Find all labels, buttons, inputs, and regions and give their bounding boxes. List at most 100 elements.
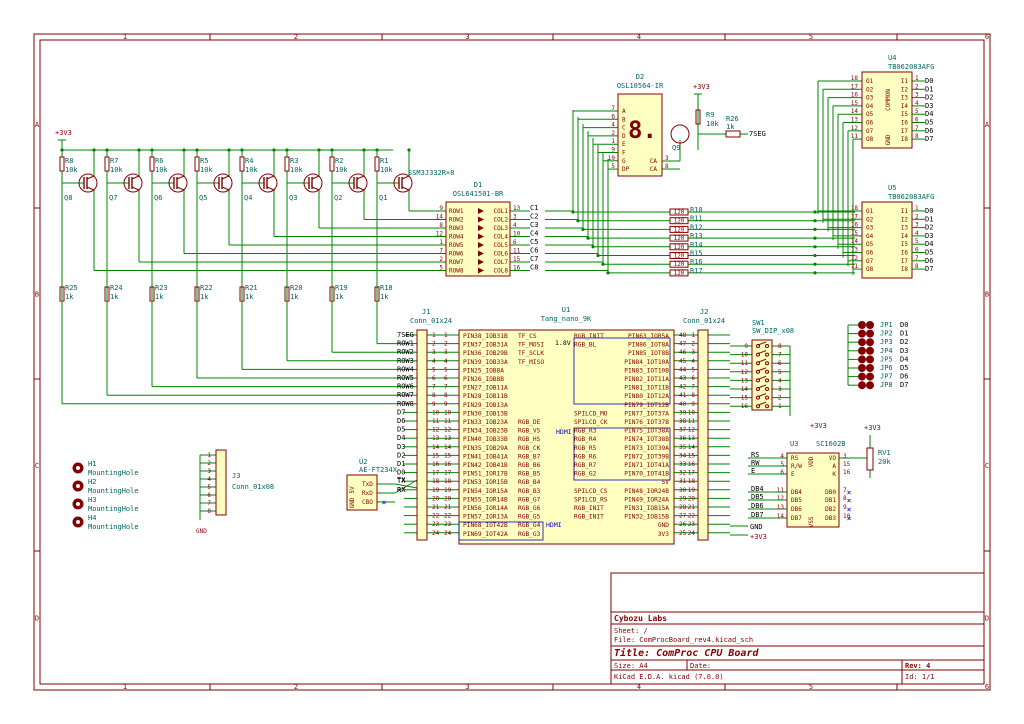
matrix-col-label: COL3: [494, 225, 509, 232]
lcd-module-u3: [786, 452, 840, 528]
pin-number: 48: [679, 332, 687, 339]
net-label: D6: [925, 127, 933, 135]
pin-number: 13: [432, 435, 440, 442]
resistor-ref: R1: [380, 157, 388, 165]
driver-out-label: O8: [866, 266, 874, 273]
driver-out-label: O2: [866, 86, 874, 93]
pin-number: 4: [432, 358, 436, 365]
driver-out-label: O6: [866, 120, 874, 127]
jumper-ref: JP2: [880, 330, 893, 338]
fpga-func-label: RGB_R3: [574, 428, 597, 435]
pin-number: 5: [439, 265, 443, 272]
pin-number: 6: [915, 117, 919, 124]
fpga-func-label: RGB_B7: [518, 453, 541, 460]
fpga-pin-label: PIN57_IOR13A: [463, 514, 508, 521]
ca-label: CA: [650, 166, 658, 173]
jumper-ref: JP1: [880, 321, 893, 329]
pin-number: 23: [444, 521, 452, 528]
u2-pin-label: RxD: [362, 490, 373, 497]
driver-in-label: I7: [901, 128, 909, 135]
note-18v: 1.8V: [555, 339, 571, 347]
driver-in-label: I5: [901, 241, 909, 248]
v3v3-label: +3V3: [864, 424, 881, 432]
frame-col-label: 4: [637, 683, 641, 691]
switch-contact: [765, 361, 769, 366]
rv1-value: 20k: [878, 458, 891, 466]
driver-out-label: O1: [866, 78, 874, 85]
pin-number: 21: [432, 504, 440, 511]
net-label: D5: [397, 426, 405, 434]
fpga-pin-label: PIN55_IOR14B: [463, 496, 508, 503]
pin-number: 12: [688, 427, 696, 434]
pin-number: 16: [843, 469, 851, 476]
fpga-pin-label: PIN51_IOR17B: [463, 471, 508, 478]
mosfet-ref: Q6: [154, 194, 162, 202]
mosfet-part-note: SSM3J332R×8: [408, 169, 454, 177]
frame-row-label: A: [35, 121, 40, 129]
resistor-body: [669, 225, 689, 233]
pin-number: 3: [915, 222, 919, 229]
frame-col-label: 6: [985, 33, 989, 41]
no-connect-mark: ×: [847, 505, 852, 514]
driver-out-label: O6: [866, 250, 874, 257]
driver-ic: [861, 71, 913, 149]
resistor-body: [669, 208, 689, 216]
pin-number: 3: [513, 214, 517, 221]
pin-number: 47: [679, 341, 687, 348]
junction-dot: [571, 210, 575, 214]
pin-number: 11: [741, 360, 749, 367]
fpga-pin-label: PIN53_IOR15B: [463, 479, 508, 486]
mosfet-lead: [401, 186, 410, 191]
mounting-hole-center: [76, 520, 80, 524]
pin-number: 2: [915, 213, 919, 220]
fpga-func-label: RGB_G3: [518, 531, 541, 538]
driver-ic: [861, 201, 913, 279]
pin-number: 15: [513, 256, 521, 263]
pin-number: 9: [444, 401, 448, 408]
pin-number: 18: [851, 75, 859, 82]
note-hdmi: HDMI: [556, 428, 572, 436]
jumper-pad: [858, 381, 866, 390]
resistor-value: 1k: [110, 293, 119, 301]
switch-lever: [757, 393, 767, 398]
resistor-ref: R12: [690, 223, 703, 231]
net-label: D4: [925, 240, 933, 248]
net-label: D3: [925, 102, 933, 110]
pin-number: 15: [851, 100, 859, 107]
net-label: D2: [925, 224, 933, 232]
resistor-body: [239, 156, 245, 172]
pin-number: 4: [444, 358, 448, 365]
fpga-func-label: TF_SCLK: [518, 350, 544, 357]
mosfet-symbol: [213, 173, 233, 193]
driver-out-label: O7: [866, 258, 874, 265]
frame-col-label: 2: [294, 683, 298, 691]
driver-out-label: O2: [866, 216, 874, 223]
jumper-pad: [866, 381, 874, 390]
pin-number: 8: [439, 222, 443, 229]
frame-row-label: D: [35, 615, 39, 623]
fpga-func-label: RGB_G2: [574, 471, 597, 478]
resistor-body: [669, 217, 689, 225]
no-connect-mark: ×: [382, 498, 387, 507]
pin-number: 12: [851, 125, 859, 132]
pin-number: 23: [432, 521, 440, 528]
pin-number: 22: [444, 513, 452, 520]
hole-ref: H4: [88, 514, 96, 522]
switch-lever: [757, 358, 767, 363]
net-label: DB5: [751, 493, 764, 501]
resistor-body: [149, 286, 155, 302]
fpga-pin-label: PIN28_IOB11B: [463, 393, 508, 400]
fpga-pin-label: PIN34_IOB23B: [463, 428, 508, 435]
junction-dot: [606, 271, 610, 275]
connector-j3: [215, 449, 227, 516]
pin-number: 11: [777, 487, 785, 494]
net-label: D3: [925, 232, 933, 240]
frame-col-label: 3: [465, 33, 469, 41]
driver-out-label: O8: [866, 136, 874, 143]
matrix-row-label: ROW1: [449, 208, 464, 215]
fpga-func-label: RGB_HS: [518, 436, 541, 443]
jumper-ref: JP5: [880, 355, 893, 363]
pin-number: 5: [778, 369, 782, 376]
driver-in-label: I8: [901, 136, 909, 143]
